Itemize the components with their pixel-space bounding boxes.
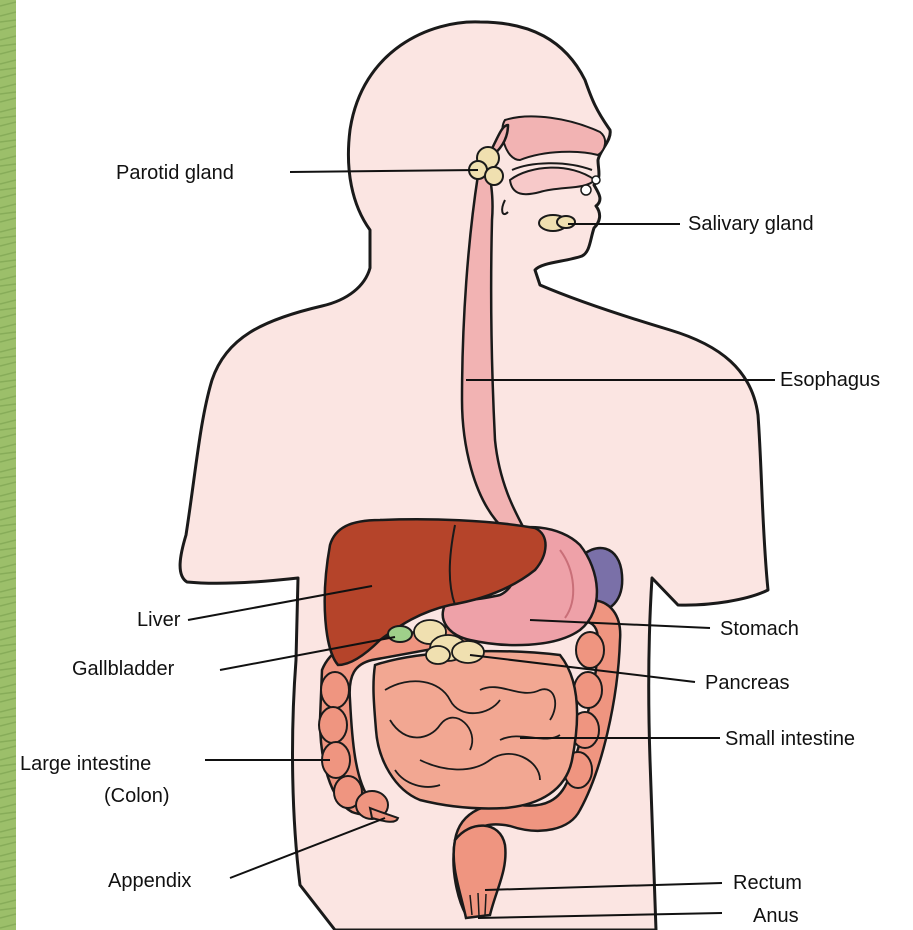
label-esophagus: Esophagus [780, 369, 880, 391]
label-anus: Anus [753, 905, 799, 927]
small-intestine [373, 651, 577, 808]
label-small-intestine: Small intestine [725, 728, 855, 750]
label-pancreas: Pancreas [705, 672, 790, 694]
label-large-intestine: Large intestine [20, 753, 151, 775]
label-appendix: Appendix [108, 870, 191, 892]
gallbladder [388, 626, 412, 642]
label-salivary-gland: Salivary gland [688, 213, 814, 235]
label-colon: (Colon) [104, 785, 170, 807]
label-gallbladder: Gallbladder [72, 658, 174, 680]
label-parotid-gland: Parotid gland [116, 162, 234, 184]
label-stomach: Stomach [720, 618, 799, 640]
label-liver: Liver [137, 609, 180, 631]
label-rectum: Rectum [733, 872, 802, 894]
